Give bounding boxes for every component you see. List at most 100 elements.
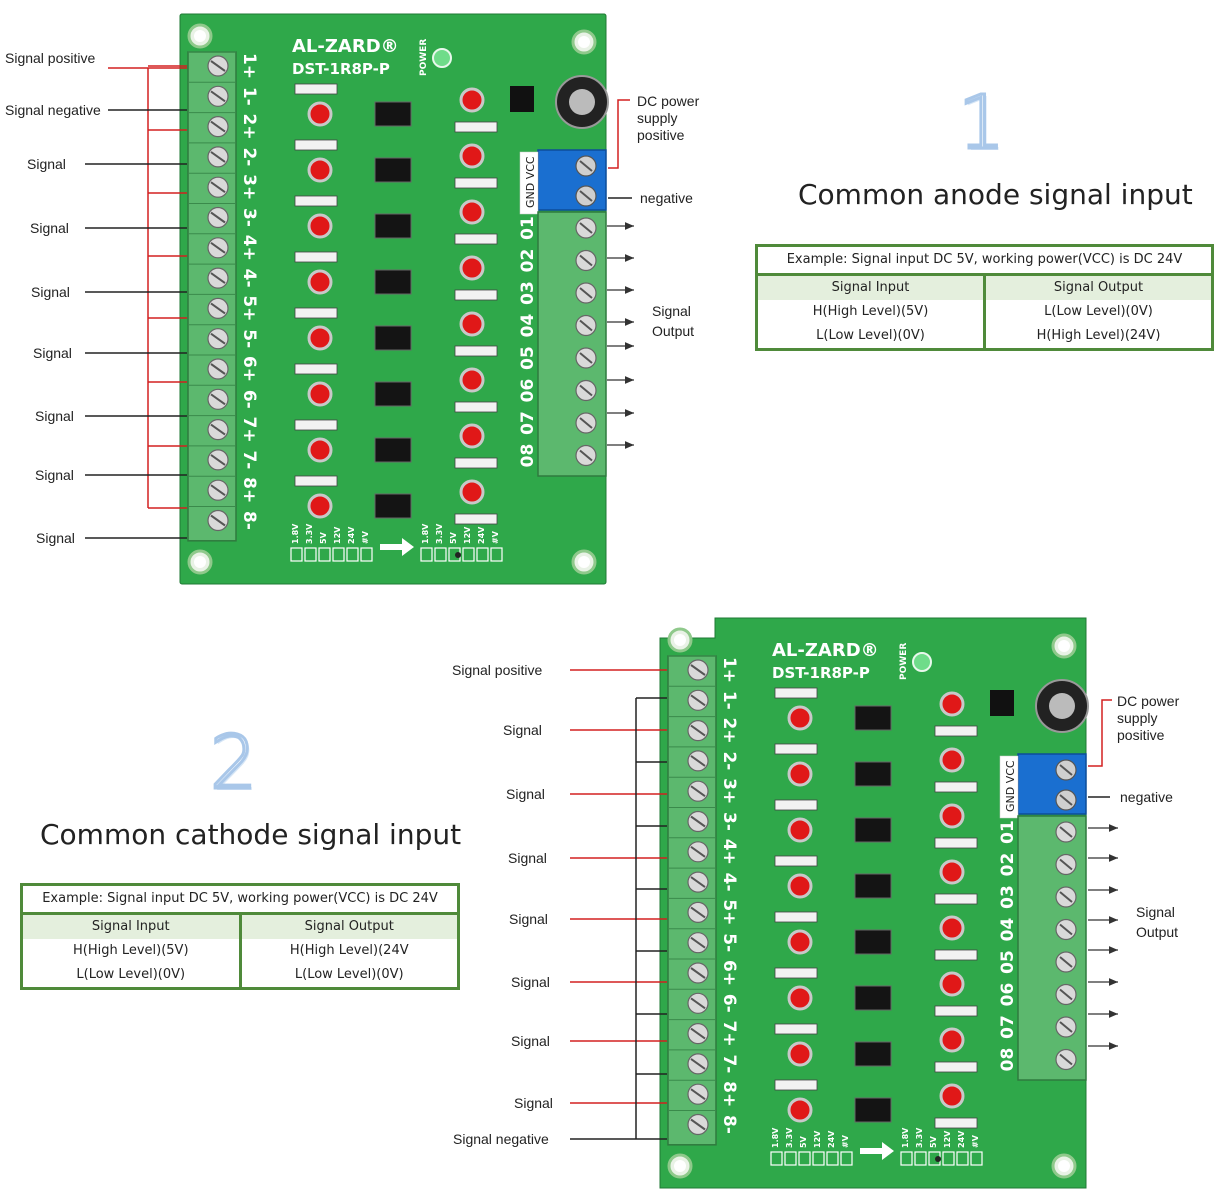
voltage-option: 1.8V — [771, 1127, 780, 1148]
optocoupler — [854, 761, 892, 787]
voltage-option: #V — [841, 1134, 850, 1148]
output-pin-label: 02 — [518, 249, 538, 273]
smd-resistor — [294, 419, 338, 431]
table-cell: H(High Level)(24V) — [983, 324, 1211, 348]
output-terminal-block — [1017, 815, 1087, 1081]
red-led — [787, 873, 813, 899]
pin-label: 4- — [239, 269, 259, 288]
negative-label: negative — [640, 190, 693, 206]
screw-slot — [1059, 956, 1073, 968]
left-label: Signal — [511, 974, 550, 990]
red-led — [787, 1041, 813, 1067]
pin-label: 6- — [719, 994, 739, 1013]
voltage-option: 5V — [929, 1135, 938, 1148]
screw-slot — [690, 1118, 706, 1131]
red-led — [787, 761, 813, 787]
direction-arrow — [860, 1142, 894, 1160]
optocoupler — [854, 817, 892, 843]
pin-label: 3+ — [239, 174, 259, 200]
optocoupler — [374, 493, 412, 519]
voltage-option: 1.8V — [901, 1127, 910, 1148]
pin-label: 7+ — [719, 1021, 739, 1047]
table-cell: L(Low Level)(0V) — [238, 963, 458, 987]
red-led — [307, 157, 333, 183]
table-header: Signal Output — [983, 276, 1211, 300]
screw-slot — [1059, 1053, 1073, 1066]
smd-resistor — [934, 1117, 978, 1129]
screw-slot — [210, 272, 226, 284]
jumper-pad — [840, 1151, 853, 1166]
smd-resistor — [454, 401, 498, 413]
smd-resistor — [934, 949, 978, 961]
pin-label: 2- — [239, 147, 259, 166]
jumper-pad — [476, 547, 489, 562]
red-led — [459, 143, 485, 169]
power-pin-label-box — [999, 755, 1019, 819]
jumper-pad — [784, 1151, 797, 1166]
red-led — [939, 915, 965, 941]
voltage-option: 3.3V — [785, 1127, 794, 1148]
screw-slot — [690, 755, 706, 767]
truth-table-top: Example: Signal input DC 5V, working pow… — [755, 244, 1214, 351]
pin-label: 7+ — [239, 417, 259, 443]
pin-label: 3+ — [719, 778, 739, 804]
output-pin-label: 08 — [998, 1048, 1018, 1072]
optocoupler — [854, 1097, 892, 1123]
left-label: Signal — [35, 467, 74, 483]
left-label: Signal positive — [5, 50, 95, 66]
screw-slot — [690, 1058, 706, 1070]
red-led — [939, 859, 965, 885]
pin-label: 1- — [719, 691, 739, 710]
voltage-option: 12V — [813, 1130, 822, 1148]
screw-slot — [1059, 826, 1073, 838]
output-pin-label: 03 — [998, 885, 1018, 909]
left-label: Signal positive — [452, 662, 542, 678]
capacitor-top — [569, 89, 595, 115]
red-led — [939, 971, 965, 997]
screw-slot — [210, 484, 226, 497]
output-pin-label: 05 — [518, 346, 538, 370]
smd-resistor — [774, 1079, 818, 1091]
table-cell: H(High Level)(5V) — [72, 943, 189, 958]
left-label: Signal — [33, 345, 72, 361]
screw-slot — [210, 332, 226, 345]
jumper-pad — [914, 1151, 927, 1166]
voltage-option: 5V — [319, 531, 328, 544]
negative-label: negative — [1120, 789, 1173, 805]
screw-slot — [210, 363, 226, 375]
pin-label: 8- — [719, 1115, 739, 1134]
output-label: Output — [652, 323, 694, 339]
jumper-pad — [360, 547, 373, 562]
mounting-hole-center — [674, 1160, 686, 1172]
screw-slot — [210, 90, 226, 103]
voltage-option: 12V — [943, 1130, 952, 1148]
dc-label: supply — [1117, 710, 1157, 726]
pin-label: 2- — [719, 751, 739, 770]
screw-slot — [1059, 1021, 1073, 1033]
screw-slot — [690, 997, 706, 1010]
jumper-pad — [798, 1151, 811, 1166]
red-led — [939, 691, 965, 717]
voltage-option: 1.8V — [291, 523, 300, 544]
voltage-option: 3.3V — [915, 1127, 924, 1148]
wires-bottom: Signal positiveSignalSignalSignalSignalS… — [452, 662, 1180, 1147]
smd-resistor — [454, 233, 498, 245]
voltage-option: 24V — [957, 1130, 966, 1148]
smd-resistor — [294, 307, 338, 319]
pin-label: 3- — [719, 812, 739, 831]
voltage-option: 5V — [449, 531, 458, 544]
optocoupler — [854, 873, 892, 899]
screw-slot — [1059, 988, 1073, 1001]
jumper-pad — [434, 547, 447, 562]
screw-slot — [210, 120, 226, 133]
table-cell: L(Low Level)(0V) — [816, 328, 925, 343]
optocoupler — [374, 269, 412, 295]
red-led — [939, 1027, 965, 1053]
brand-logo: AL-ZARD® — [292, 36, 399, 57]
red-led — [939, 1083, 965, 1109]
power-led — [432, 48, 452, 68]
left-label: Signal — [30, 220, 69, 236]
optocoupler — [854, 1041, 892, 1067]
output-pin-label: 05 — [998, 950, 1018, 974]
mounting-hole-center — [578, 556, 590, 568]
